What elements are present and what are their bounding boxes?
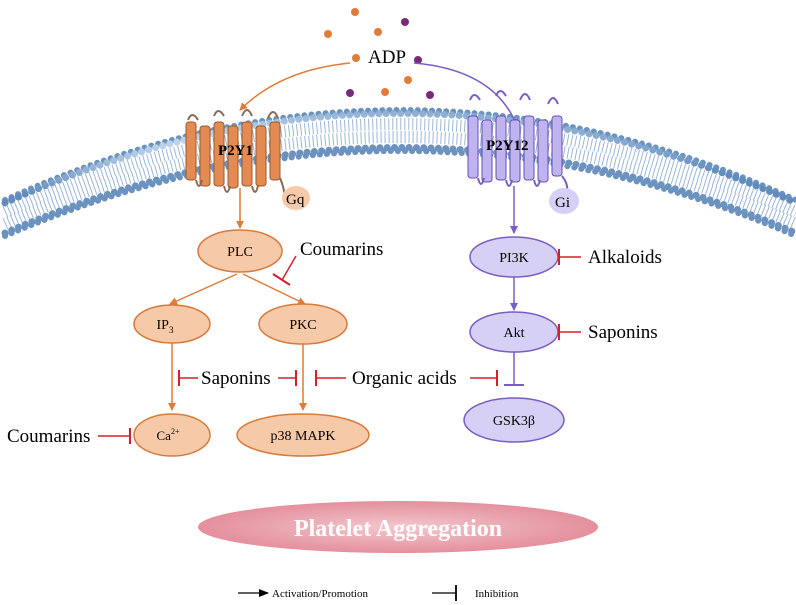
coumarins-ca-label: Coumarins bbox=[7, 426, 90, 447]
platelet-aggregation-label: Platelet Aggregation bbox=[294, 516, 502, 542]
adp-to-p2y12-arrow bbox=[413, 62, 519, 127]
legend-activation-label: Activation/Promotion bbox=[272, 588, 368, 600]
saponins-mid-label: Saponins bbox=[201, 368, 271, 389]
organic-acids-label: Organic acids bbox=[352, 368, 457, 389]
gi-label: Gi bbox=[555, 195, 570, 211]
ip3-node bbox=[133, 304, 211, 344]
saponins-akt-label: Saponins bbox=[588, 322, 658, 343]
platelet-aggregation-blob bbox=[198, 501, 598, 553]
plc-node bbox=[197, 229, 283, 273]
gsk3b-label: GSK3β bbox=[493, 414, 535, 429]
alkaloids-label: Alkaloids bbox=[588, 247, 662, 268]
gi-protein bbox=[549, 188, 579, 214]
coumarins-plc-inhibit-bar bbox=[272, 273, 291, 286]
p2y1-receptor bbox=[185, 109, 286, 203]
adp-molecules bbox=[324, 8, 434, 99]
gq-protein bbox=[282, 186, 310, 210]
plc-label: PLC bbox=[227, 245, 253, 260]
cell-membrane bbox=[1, 107, 796, 239]
p2y1-label: P2Y1 bbox=[218, 143, 253, 159]
pi3k-label: PI3K bbox=[499, 251, 529, 266]
coumarins-plc-label: Coumarins bbox=[300, 239, 383, 260]
ip3-label: IP3 bbox=[157, 318, 174, 335]
plc-to-pkc-arrow bbox=[242, 273, 306, 305]
legend-inhibition-label: Inhibition bbox=[475, 588, 519, 600]
pkc-label: PKC bbox=[289, 318, 316, 333]
gq-label: Gq bbox=[286, 192, 305, 208]
pkc-node bbox=[258, 303, 348, 345]
adp-label: ADP bbox=[368, 47, 406, 68]
akt-label: Akt bbox=[504, 326, 525, 341]
adp-to-p2y1-arrow bbox=[239, 62, 351, 111]
coumarins-plc-inhibit-line bbox=[281, 255, 297, 281]
gsk3b-node bbox=[463, 397, 565, 443]
p2y12-label: P2Y12 bbox=[486, 138, 529, 154]
ca-node bbox=[133, 413, 211, 457]
mapk-node bbox=[236, 413, 370, 457]
p2y12-receptor bbox=[467, 90, 569, 197]
mapk-label: p38 MAPK bbox=[271, 429, 336, 444]
plc-to-ip3-arrow bbox=[169, 273, 238, 305]
ca-label: Ca2+ bbox=[157, 427, 180, 443]
